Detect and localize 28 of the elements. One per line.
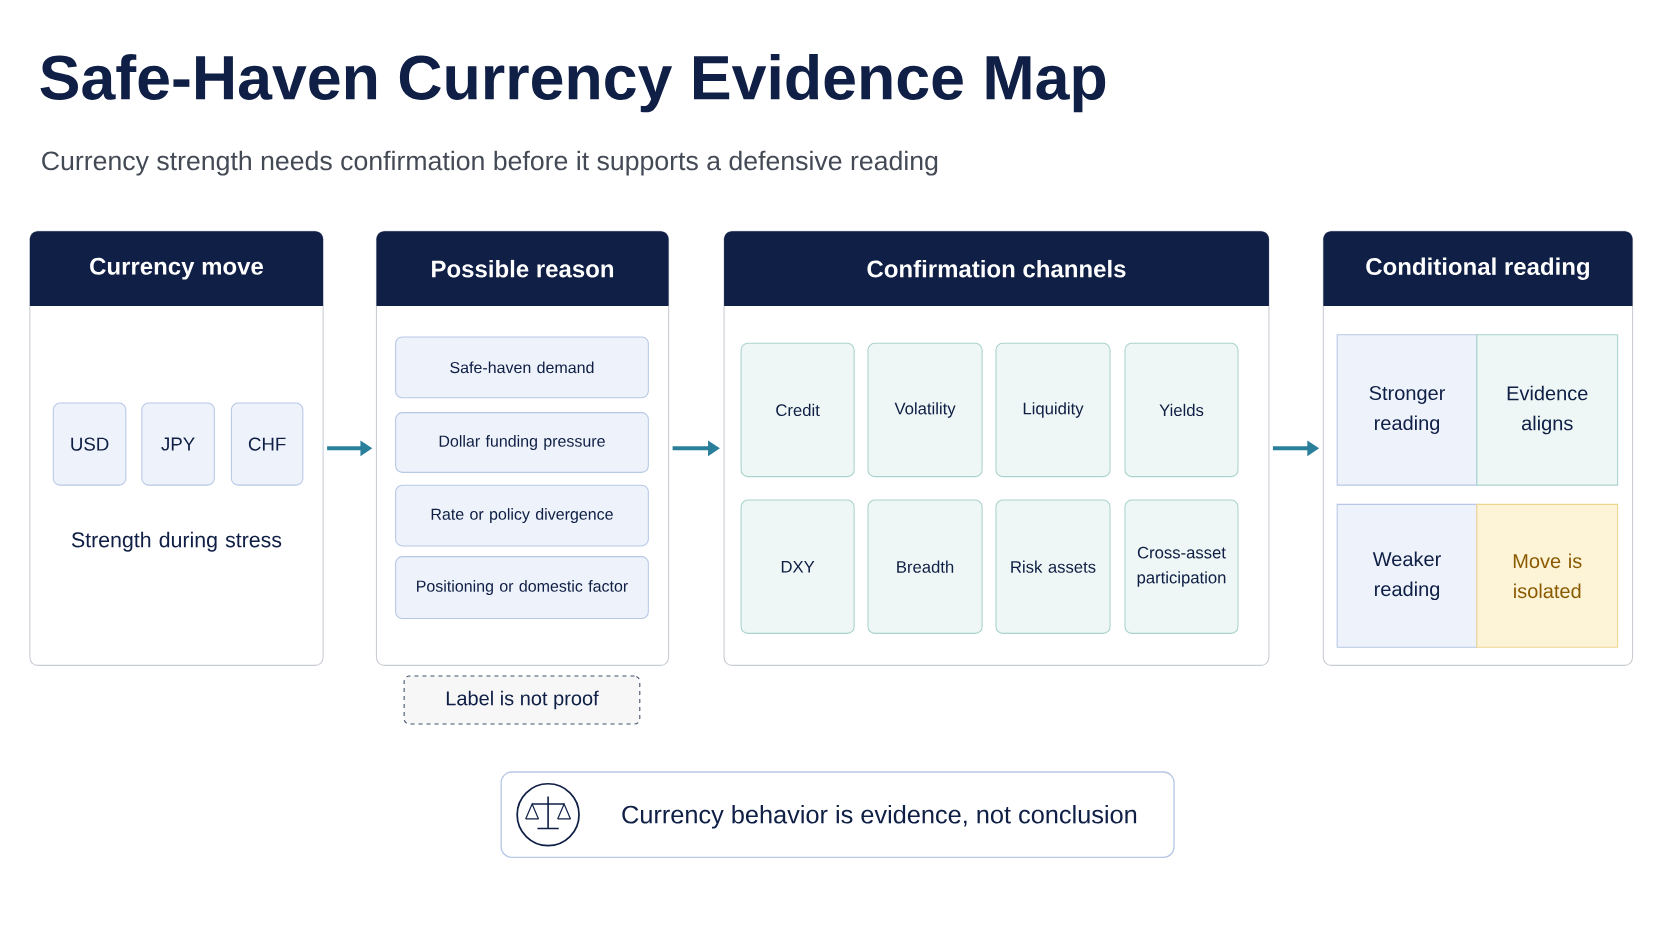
table-cell: Evidence aligns: [1476, 334, 1619, 486]
channel-box: Yields: [1124, 342, 1239, 478]
chip-box: CHF: [230, 402, 304, 486]
panel-header: Conditional reading: [1323, 231, 1633, 307]
callout-text: Currency behavior is evidence, not conclusion: [622, 804, 1137, 829]
panel-header: Confirmation channels: [724, 231, 1269, 307]
table-cell: Weaker reading: [1336, 503, 1478, 648]
list-item-box: Rate or policy divergence: [395, 484, 649, 547]
channel-box: Cross-asset participation: [1124, 499, 1239, 634]
body-text: Strength during stress: [71, 531, 282, 552]
list-item-box: Safe-haven demand: [395, 336, 649, 399]
channel-box: Credit: [740, 342, 855, 478]
title: Safe-Haven Currency Evidence Map: [40, 53, 1106, 113]
note-box: Label is not proof: [403, 675, 641, 725]
chip-box: USD: [52, 402, 127, 486]
channel-box: Liquidity: [995, 342, 1111, 478]
channel-box: DXY: [740, 499, 855, 634]
chip-box: JPY: [141, 402, 215, 486]
list-item-box: Positioning or domestic factor: [395, 556, 649, 619]
channel-box: Volatility: [867, 342, 983, 478]
table-cell: Move is isolated: [1476, 503, 1619, 648]
table-cell: Stronger reading: [1336, 334, 1478, 486]
panel-header: Possible reason: [376, 231, 669, 307]
channel-box: Breadth: [867, 499, 983, 634]
channel-box: Risk assets: [995, 499, 1111, 634]
list-item-box: Dollar funding pressure: [395, 412, 649, 473]
panel-header: Currency move: [29, 231, 324, 307]
subtitle: Currency strength needs confirmation before it supports a defensive reading: [42, 150, 938, 176]
